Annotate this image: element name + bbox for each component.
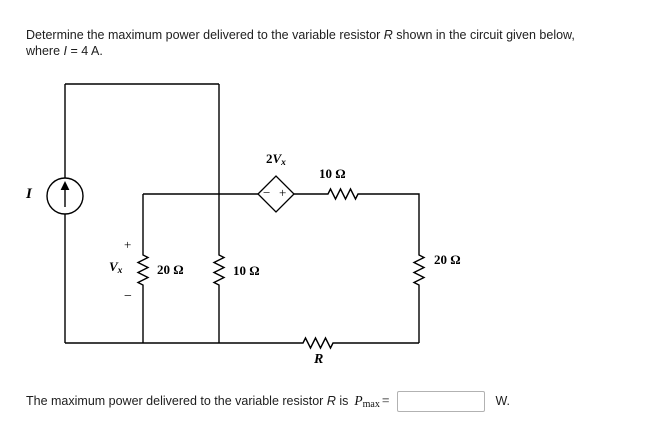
wire-top-loop (64, 83, 219, 343)
problem-statement: Determine the maximum power delivered to… (26, 27, 575, 59)
dependent-source-minus-sign: − (263, 184, 271, 200)
resistor-label-variable-R: R (314, 352, 324, 367)
dependent-source-plus-sign: + (279, 184, 287, 200)
vx-plus-polarity: + (124, 237, 132, 252)
dep-variable: V (272, 151, 282, 166)
statement-text: shown in the circuit given below, (392, 28, 575, 42)
resistor-label-middle-10ohm: 10 Ω (233, 263, 260, 278)
problem-statement-line2: where I = 4 A. (26, 43, 575, 59)
answer-is-text: is (335, 394, 349, 408)
statement-text: where (26, 44, 64, 58)
pmax-symbol: Pmax= (354, 393, 389, 410)
answer-prefix: The maximum power delivered to the varia… (26, 394, 327, 408)
current-source-icon (46, 177, 84, 215)
vx-label: Vx (109, 259, 123, 276)
resistor-label-left-20ohm: 20 Ω (157, 262, 184, 277)
equals-sign: = (381, 392, 390, 408)
current-variable-i: I (63, 44, 68, 58)
answer-text: The maximum power delivered to the varia… (26, 394, 348, 408)
resistor-label-top-10ohm: 10 Ω (319, 166, 346, 181)
resistor-top-and-right-branch (294, 187, 426, 343)
resistor-bottom-R-wire (65, 336, 419, 350)
pmax-p: P (354, 392, 363, 408)
answer-row: The maximum power delivered to the varia… (26, 388, 510, 414)
answer-input[interactable] (397, 390, 486, 412)
resistor-left-branch (136, 194, 150, 343)
answer-variable-r: R (326, 394, 336, 408)
resistor-middle-branch (212, 84, 226, 343)
statement-text: = 4 A. (67, 44, 103, 58)
pmax-subscript: max (362, 398, 380, 410)
vx-minus-polarity: − (124, 289, 132, 304)
problem-statement-line1: Determine the maximum power delivered to… (26, 27, 575, 43)
statement-text: Determine the maximum power delivered to… (26, 28, 384, 42)
unit-label: W. (495, 394, 511, 408)
vx-subscript: x (117, 266, 123, 276)
resistor-label-right-20ohm: 20 Ω (434, 252, 461, 267)
dep-coefficient: 2 (266, 151, 273, 166)
resistor-variable-r: R (383, 28, 393, 42)
vx-variable: V (109, 259, 118, 274)
current-source-label: I (26, 186, 32, 202)
dependent-source-icon (257, 175, 295, 213)
dependent-source-label: 2Vx (266, 151, 286, 168)
dep-subscript: x (281, 158, 286, 168)
